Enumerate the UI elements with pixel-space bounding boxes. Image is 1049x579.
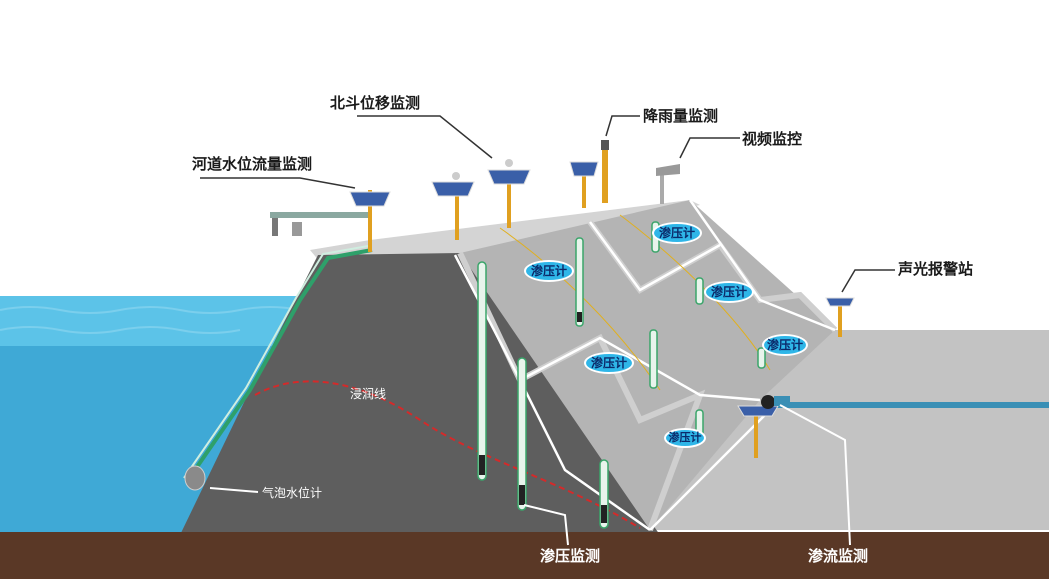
piezometer-badge: 渗压计	[652, 222, 702, 244]
alarm-station-label: 声光报警站	[898, 260, 974, 278]
piezometer-badge: 渗压计	[584, 352, 634, 374]
video-label: 视频监控	[742, 130, 803, 148]
water-ripples	[0, 306, 301, 334]
seepage-flow-leader	[779, 404, 851, 546]
saturation-line	[254, 380, 641, 529]
beidou-station-1	[431, 172, 475, 240]
piezometer-badge: 渗压计	[704, 281, 754, 303]
alarm-station	[825, 297, 855, 337]
rainfall-label: 降雨量监测	[643, 107, 719, 125]
slope-edges-2	[688, 199, 836, 332]
seepage-pressure-leader	[523, 504, 569, 546]
piezometer-badge: 渗压计	[762, 334, 808, 356]
saturation-line-label: 浸润线	[350, 387, 387, 401]
bubble-gauge-leader	[209, 487, 259, 493]
upstream-liner-edge	[183, 245, 369, 479]
drainage-channel	[770, 402, 1049, 408]
piezometer-badge: 渗压计	[664, 428, 706, 448]
piezometer-sensors	[479, 312, 607, 523]
bubble-gauge-label: 气泡水位计	[262, 486, 323, 500]
river-flow-station	[270, 190, 391, 252]
dam-cross-section	[180, 253, 660, 535]
beidou-label: 北斗位移监测	[330, 94, 421, 112]
river-level-flow-label: 河道水位流量监测	[192, 155, 313, 173]
upstream-liner	[186, 248, 373, 482]
piezometer-tubes	[477, 221, 766, 529]
beidou-station-2	[487, 159, 531, 228]
rain-gauge-station	[569, 140, 609, 208]
seepage-weir-station	[737, 395, 790, 458]
toe-line	[649, 399, 781, 531]
piezometer-badge: 渗压计	[524, 260, 574, 282]
foundation-ground	[0, 532, 1049, 579]
seepage-flow-monitoring-label: 渗流监测	[808, 547, 869, 565]
slope-edges-4	[588, 221, 721, 292]
video-camera-station	[656, 164, 680, 204]
bubble-gauge-device	[184, 465, 206, 491]
seepage-pressure-monitoring-label: 渗压监测	[540, 547, 601, 565]
label-leaders	[200, 115, 895, 293]
